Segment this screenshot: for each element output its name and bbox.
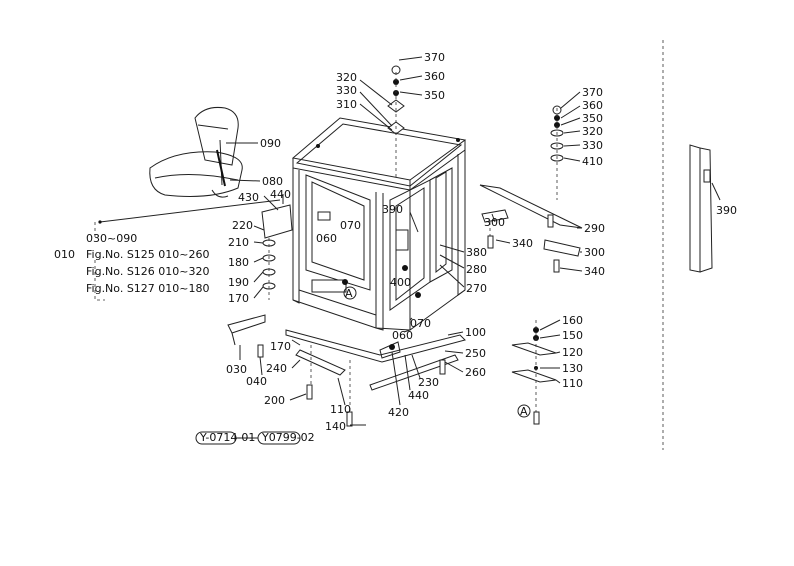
label-100: 100	[465, 326, 486, 339]
label-270: 270	[466, 282, 487, 295]
label-150: 150	[562, 329, 583, 342]
cab-frame	[291, 117, 467, 333]
label-310: 310	[336, 98, 357, 111]
code-ovals	[195, 431, 301, 445]
label-320: 320	[336, 71, 357, 84]
left-bracket-stack	[261, 204, 293, 300]
roof-hardware-stack	[387, 65, 405, 178]
label-190: 190	[228, 276, 249, 289]
label-300: 300	[484, 216, 505, 229]
label-330-right: 330	[582, 139, 603, 152]
label-300-lower: 300	[584, 246, 605, 259]
label-400: 400	[390, 276, 411, 289]
leader-lines	[98, 56, 721, 426]
label-070: 070	[340, 219, 361, 232]
label-360: 360	[424, 70, 445, 83]
right-hardware-stack	[550, 105, 564, 200]
label-040: 040	[246, 375, 267, 388]
label-370: 370	[424, 51, 445, 64]
label-140: 140	[325, 420, 346, 433]
label-230: 230	[418, 376, 439, 389]
seat-illustration	[149, 107, 243, 198]
set-line-3: Fig.No. S127 010~180	[86, 282, 210, 295]
label-260: 260	[465, 366, 486, 379]
label-170: 170	[228, 292, 249, 305]
label-390-detail: 390	[716, 204, 737, 217]
set-line-1: Fig.No. S125 010~260	[86, 248, 210, 261]
label-290: 290	[584, 222, 605, 235]
label-210: 210	[228, 236, 249, 249]
label-240: 240	[266, 362, 287, 375]
part-labels: 370 360 350 320 330 310 370 360 350 320 …	[199, 51, 737, 444]
label-060: 060	[316, 232, 337, 245]
ref-a-circle	[517, 404, 531, 418]
set-code: 010	[54, 248, 75, 261]
label-110-right: 110	[562, 377, 583, 390]
label-060-lower: 060	[392, 329, 413, 342]
label-120: 120	[562, 346, 583, 359]
set-list: 030~090 010 Fig.No. S125 010~260 Fig.No.…	[54, 232, 210, 295]
ref-a-lower: A	[520, 405, 528, 418]
label-350: 350	[424, 89, 445, 102]
label-130: 130	[562, 362, 583, 375]
code-oval-1: Y-0714-01	[199, 431, 255, 444]
label-220: 220	[232, 219, 253, 232]
label-440: 440	[270, 188, 291, 201]
ref-a-cab: A	[345, 287, 353, 300]
label-340: 340	[512, 237, 533, 250]
label-360-right: 360	[582, 99, 603, 112]
label-070-lower: 070	[410, 317, 431, 330]
set-line-2: Fig.No. S126 010~320	[86, 265, 210, 278]
label-280: 280	[466, 263, 487, 276]
label-440-lower: 440	[408, 389, 429, 402]
label-170-lower: 170	[270, 340, 291, 353]
set-bracket	[94, 222, 105, 301]
label-330: 330	[336, 84, 357, 97]
label-350-right: 350	[582, 112, 603, 125]
label-090: 090	[260, 137, 281, 150]
label-340-lower: 340	[584, 265, 605, 278]
label-030: 030	[226, 363, 247, 376]
set-range: 030~090	[86, 232, 137, 245]
label-320-right: 320	[582, 125, 603, 138]
label-420: 420	[388, 406, 409, 419]
label-430: 430	[238, 191, 259, 204]
label-110: 110	[330, 403, 351, 416]
label-390: 390	[382, 203, 403, 216]
label-180: 180	[228, 256, 249, 269]
detail-390	[662, 40, 713, 450]
label-380: 380	[466, 246, 487, 259]
label-410: 410	[582, 155, 603, 168]
label-160: 160	[562, 314, 583, 327]
label-370-right: 370	[582, 86, 603, 99]
code-oval-2: Y0799-02	[261, 431, 315, 444]
label-250: 250	[465, 347, 486, 360]
label-200: 200	[264, 394, 285, 407]
label-080: 080	[262, 175, 283, 188]
